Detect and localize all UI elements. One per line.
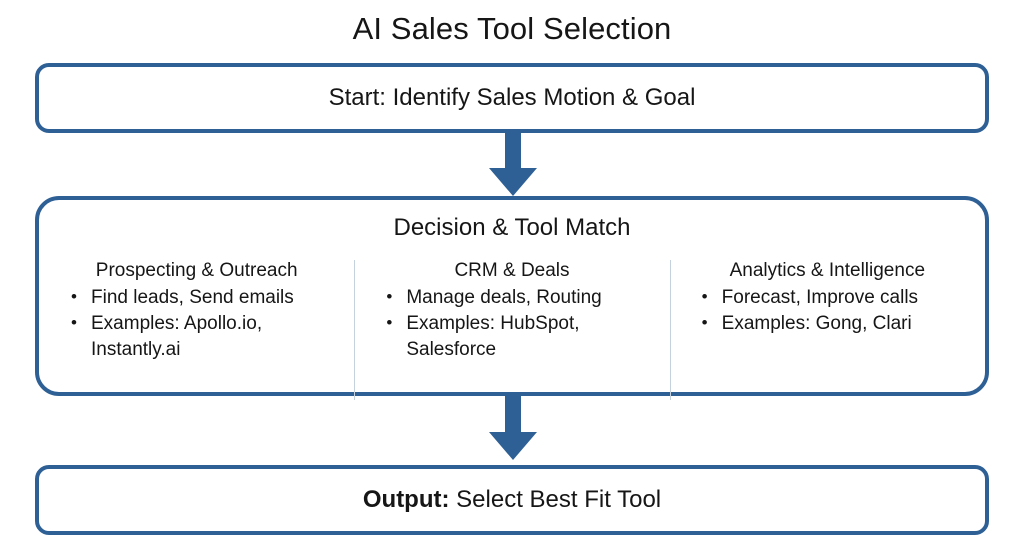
output-node: Output: Select Best Fit Tool bbox=[35, 465, 989, 535]
list-item: Examples: Apollo.io, Instantly.ai bbox=[71, 310, 344, 363]
decision-node-title: Decision & Tool Match bbox=[393, 214, 631, 241]
column-bullet-list: Forecast, Improve calls Examples: Gong, … bbox=[680, 284, 975, 337]
list-item: Forecast, Improve calls bbox=[702, 284, 975, 311]
arrow-decision-to-output-icon bbox=[483, 396, 543, 462]
start-node-label: Start: Identify Sales Motion & Goal bbox=[328, 84, 696, 111]
list-item: Examples: Gong, Clari bbox=[702, 310, 975, 337]
output-node-value: Select Best Fit Tool bbox=[456, 486, 662, 513]
column-analytics-intelligence: Analytics & Intelligence Forecast, Impro… bbox=[669, 258, 985, 400]
list-item: Examples: HubSpot, Salesforce bbox=[386, 310, 659, 363]
output-node-prefix: Output: bbox=[362, 486, 450, 513]
column-title: CRM & Deals bbox=[454, 260, 570, 281]
column-bullet-list: Find leads, Send emails Examples: Apollo… bbox=[49, 284, 344, 363]
column-crm-deals: CRM & Deals Manage deals, Routing Exampl… bbox=[354, 258, 669, 400]
decision-node: Decision & Tool Match Prospecting & Outr… bbox=[35, 196, 989, 400]
column-prospecting-outreach: Prospecting & Outreach Find leads, Send … bbox=[39, 258, 354, 394]
output-node-label: Output: Select Best Fit Tool bbox=[39, 486, 985, 514]
column-title: Analytics & Intelligence bbox=[729, 260, 926, 281]
column-bullet-list: Manage deals, Routing Examples: HubSpot,… bbox=[364, 284, 659, 363]
column-title: Prospecting & Outreach bbox=[95, 260, 298, 281]
start-node: Start: Identify Sales Motion & Goal bbox=[35, 63, 989, 133]
arrow-start-to-decision-icon bbox=[483, 132, 543, 198]
decision-columns: Prospecting & Outreach Find leads, Send … bbox=[39, 258, 985, 400]
page-title: AI Sales Tool Selection bbox=[352, 11, 672, 46]
list-item: Find leads, Send emails bbox=[71, 284, 344, 311]
list-item: Manage deals, Routing bbox=[386, 284, 659, 311]
